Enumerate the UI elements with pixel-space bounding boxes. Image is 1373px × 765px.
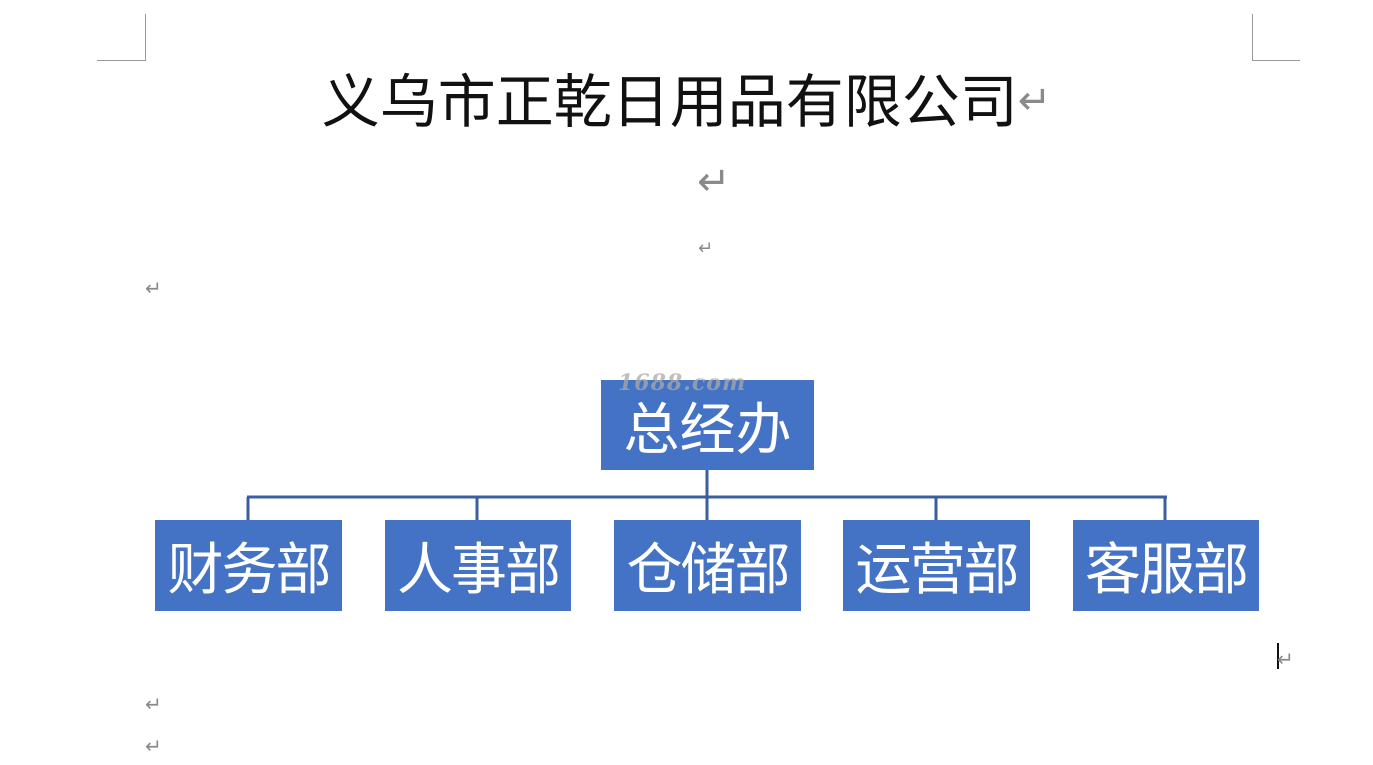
crop-mark-top-left-h: [97, 60, 146, 61]
org-node-warehouse[interactable]: 仓储部: [614, 520, 801, 611]
paragraph-mark-icon: ↵: [145, 734, 162, 758]
crop-mark-top-right-v: [1252, 14, 1253, 60]
crop-mark-top-left-v: [145, 14, 146, 60]
document-title-text: 义乌市正乾日用品有限公司: [321, 68, 1018, 136]
paragraph-mark-icon: ↵: [698, 238, 714, 259]
paragraph-mark-icon: ↵: [697, 159, 731, 205]
watermark-logo: 1688.com: [618, 370, 747, 396]
document-title[interactable]: 义乌市正乾日用品有限公司↵: [0, 66, 1373, 137]
org-node-hr[interactable]: 人事部: [385, 520, 571, 611]
org-node-root[interactable]: 总经办: [601, 380, 814, 470]
org-node-customer-service[interactable]: 客服部: [1073, 520, 1259, 611]
paragraph-mark-icon: ↵: [1277, 647, 1294, 671]
paragraph-mark-icon: ↵: [145, 276, 162, 300]
paragraph-mark-icon: ↵: [145, 692, 162, 716]
paragraph-mark-icon: ↵: [1017, 78, 1052, 124]
crop-mark-top-right-h: [1252, 60, 1300, 61]
org-node-operations[interactable]: 运营部: [843, 520, 1030, 611]
text-cursor: [1277, 643, 1279, 669]
org-node-finance[interactable]: 财务部: [155, 520, 342, 611]
